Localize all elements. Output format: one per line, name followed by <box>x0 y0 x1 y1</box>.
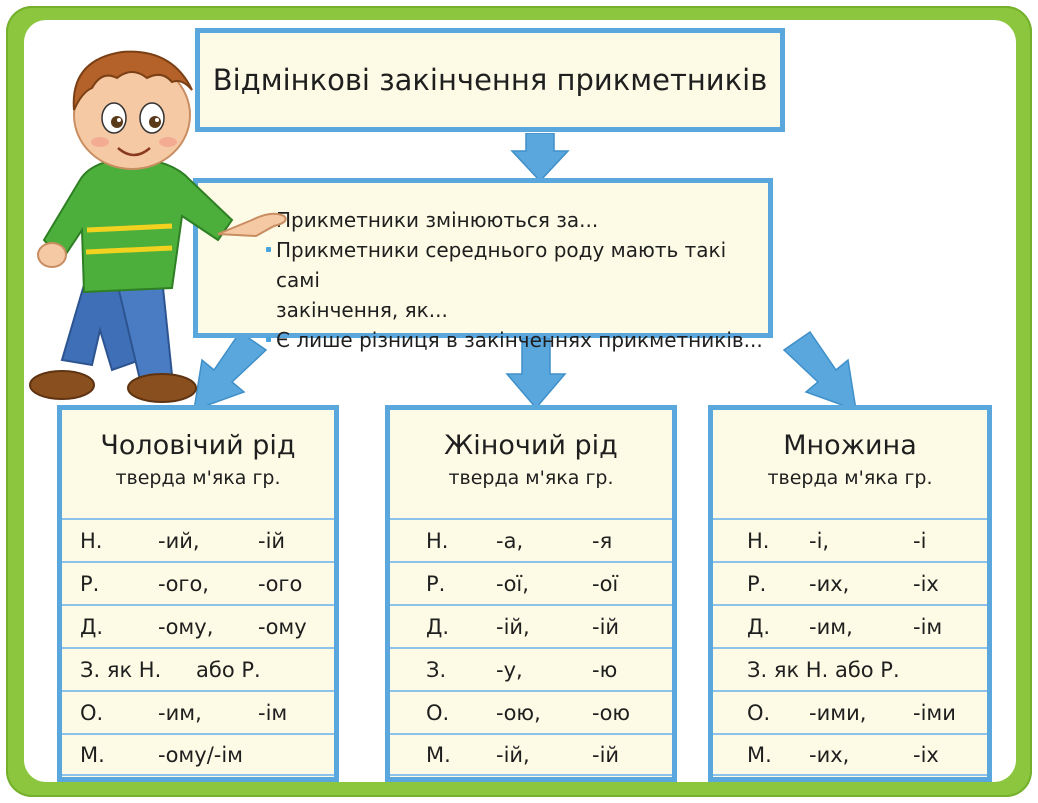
table-row: М.-ій,-ій <box>390 733 672 776</box>
column-plural: Множина тверда м'яка гр. Н.-і,-і Р.-их,-… <box>708 405 992 782</box>
arrow-to-column-2 <box>505 338 567 408</box>
column-title: Множина <box>783 430 917 461</box>
bullet-item: Є лише різниця в закінченнях прикметникі… <box>266 325 768 355</box>
endings-table: Н.-а,-я Р.-ої,-ої Д.-ій,-ій З.-у,-ю О.-о… <box>390 518 672 776</box>
table-row: З. як Н. або Р. <box>713 647 987 690</box>
table-row: З. як Н.або Р. <box>62 647 334 690</box>
table-row: Н.-і,-і <box>713 518 987 561</box>
title-box: Відмінкові закінчення прикметників <box>195 28 785 132</box>
table-row: О.-ими,-іми <box>713 690 987 733</box>
bullet-dot-icon <box>266 247 271 252</box>
column-subtitle: тверда м'яка гр. <box>448 467 614 489</box>
bullet-item-continuation: закінчення, як... <box>276 298 448 322</box>
arrow-to-column-3 <box>782 330 857 412</box>
arrow-title-to-middle <box>510 133 570 181</box>
table-row: Р.-их,-іх <box>713 561 987 604</box>
column-masculine: Чоловічий рід тверда м'яка гр. Н.-ий,-ій… <box>57 405 339 782</box>
table-row: О.-ою,-ою <box>390 690 672 733</box>
table-row: Д.-им,-ім <box>713 604 987 647</box>
endings-table: Н.-і,-і Р.-их,-іх Д.-им,-ім З. як Н. або… <box>713 518 987 776</box>
column-feminine: Жіночий рід тверда м'яка гр. Н.-а,-я Р.-… <box>385 405 677 782</box>
rules-box: Прикметники змінюються за... Прикметники… <box>193 178 773 352</box>
bullet-dot-icon <box>266 337 271 342</box>
table-row: О.-им,-ім <box>62 690 334 733</box>
table-row: М.-их,-іх <box>713 733 987 776</box>
column-title: Чоловічий рід <box>100 430 296 461</box>
column-title: Жіночий рід <box>444 430 618 461</box>
table-row: Д.-ій,-ій <box>390 604 672 647</box>
table-row: Н.-а,-я <box>390 518 672 561</box>
boy-illustration <box>29 50 287 403</box>
bullet-item: Прикметники змінюються за... <box>266 205 768 235</box>
arrow-to-column-1 <box>193 330 268 412</box>
table-row: Р.-ого,-ого <box>62 561 334 604</box>
table-row: Д.-ому,-ому <box>62 604 334 647</box>
endings-table: Н.-ий,-ій Р.-ого,-ого Д.-ому,-ому З. як … <box>62 518 334 776</box>
table-row: З.-у,-ю <box>390 647 672 690</box>
bullet-item: Прикметники середнього роду мають такі с… <box>266 235 768 295</box>
column-subtitle: тверда м'яка гр. <box>767 467 933 489</box>
table-row: М.-ому/-ім <box>62 733 334 776</box>
column-subtitle: тверда м'яка гр. <box>115 467 281 489</box>
table-row: Н.-ий,-ій <box>62 518 334 561</box>
table-row: Р.-ої,-ої <box>390 561 672 604</box>
page-title: Відмінкові закінчення прикметників <box>212 63 768 97</box>
